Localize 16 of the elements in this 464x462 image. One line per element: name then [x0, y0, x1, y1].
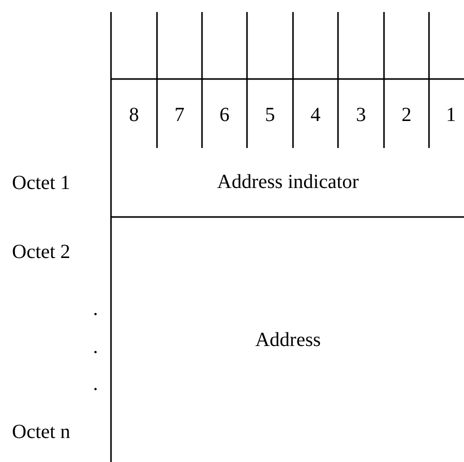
bit-number: 1 [446, 103, 456, 127]
bit-number: 7 [174, 103, 184, 127]
ellipsis-dot: . [93, 372, 98, 396]
bit-number: 2 [402, 103, 412, 127]
bit-number: 4 [310, 103, 320, 127]
bit-number: 5 [265, 103, 275, 127]
octet-label: Octet n [12, 420, 70, 444]
field-name: Address [255, 328, 321, 352]
field-name: Address indicator [217, 171, 359, 194]
bit-number: 3 [356, 103, 366, 127]
ellipsis-dot: . [93, 335, 98, 359]
ellipsis-dot: . [93, 297, 98, 321]
octet-label: Octet 1 [12, 171, 70, 195]
octet-label: Octet 2 [12, 240, 70, 264]
bit-number: 8 [129, 103, 139, 127]
bit-number: 6 [220, 103, 230, 127]
